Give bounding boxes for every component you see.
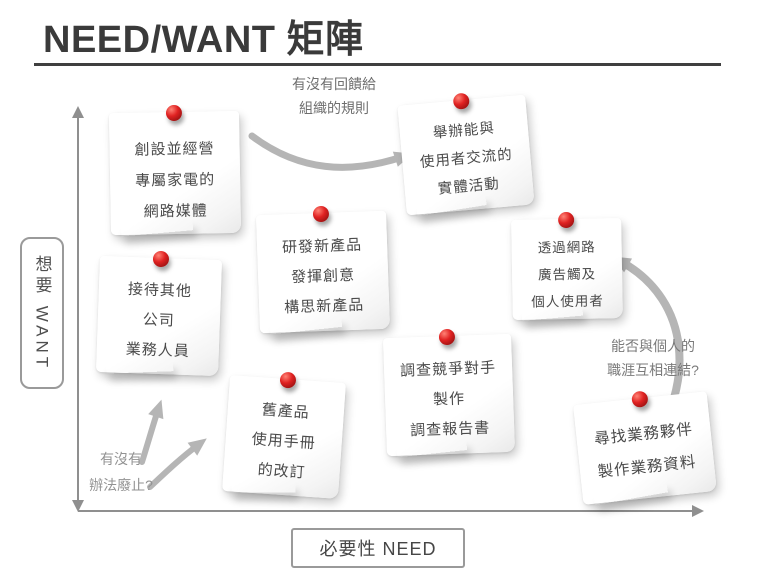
note-create-online-media: 創設並經營 專屬家電的 網路媒體 (108, 104, 242, 236)
note-competitor-research: 調查競爭對手 製作 調查報告書 (382, 328, 516, 457)
note-text: 舊產品 使用手冊 的改訂 (251, 401, 317, 482)
note-text: 接待其他 公司 業務人員 (125, 280, 193, 361)
annotation-feedback-rule: 有沒有回饋給 組織的規則 (292, 76, 376, 116)
annotation-career-link: 能否與個人的 職涯互相連結? (607, 338, 699, 378)
x-axis (78, 510, 694, 512)
y-axis (77, 116, 79, 510)
note-text: 尋找業務夥伴 製作業務資料 (593, 420, 698, 482)
page-title: NEED/WANT 矩陣 (43, 19, 364, 61)
note-host-user-events: 舉辦能與 使用者交流的 實體活動 (397, 92, 535, 216)
note-text: 創設並經營 專屬家電的 網路媒體 (134, 140, 216, 221)
annotation-abolish: 有沒有 辦法廢止? (89, 451, 153, 493)
y-axis-label-box: 想要 WANT (20, 237, 64, 389)
note-text: 調查競爭對手 製作 調查報告書 (399, 359, 497, 440)
note-find-partners: 尋找業務夥伴 製作業務資料 (573, 390, 717, 505)
note-text: 舉辦能與 使用者交流的 實體活動 (419, 120, 514, 198)
y-axis-label: 想要 WANT (32, 254, 52, 372)
note-revise-manuals: 舊產品 使用手冊 的改訂 (222, 371, 346, 499)
note-online-ads: 透過網路 廣告觸及 個人使用者 (511, 211, 623, 320)
note-text: 研發新產品 發揮創意 構思新產品 (281, 236, 365, 317)
arrow-right-icon (692, 505, 704, 517)
note-text: 透過網路 廣告觸及 個人使用者 (531, 239, 604, 310)
x-axis-label-box: 必要性 NEED (291, 528, 465, 568)
title-divider (34, 63, 721, 66)
note-receive-sales-reps: 接待其他 公司 業務人員 (96, 250, 222, 377)
note-develop-new-products: 研發新產品 發揮創意 構思新產品 (255, 205, 391, 334)
curved-arrow-feedback-icon (248, 132, 413, 171)
arrow-down-icon (72, 500, 84, 512)
x-axis-label: 必要性 NEED (319, 539, 437, 559)
arrow-up-icon (72, 106, 84, 118)
